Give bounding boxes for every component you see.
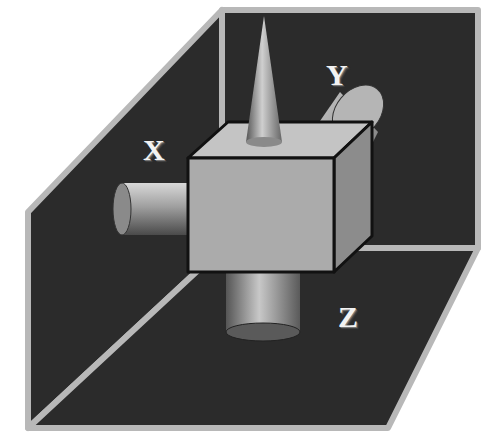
x-cylinder (113, 183, 192, 235)
cone-spike (246, 16, 282, 147)
floor-plane (28, 248, 478, 428)
cube (188, 122, 372, 272)
z-cylinder (226, 262, 300, 341)
axis-label: Z (338, 302, 358, 332)
axis-label: Y (326, 60, 348, 90)
axis-label: X (143, 135, 165, 165)
